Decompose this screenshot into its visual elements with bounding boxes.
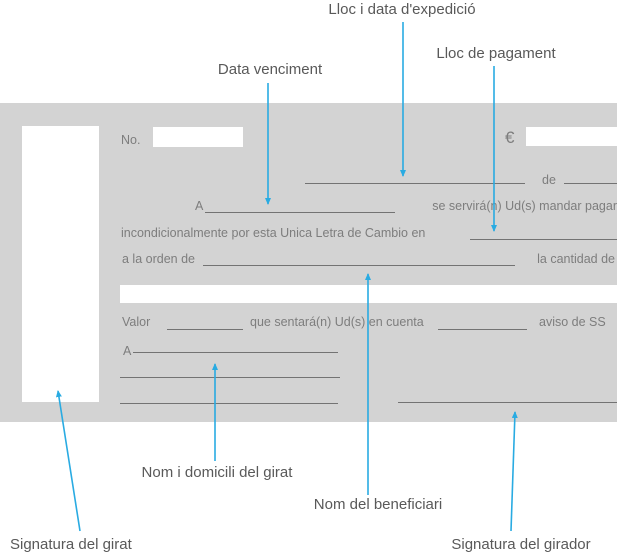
- girat-address-line-2: [120, 403, 338, 404]
- annotation-nom-del-beneficiari: Nom del beneficiari: [313, 496, 443, 513]
- amount-words-field: [120, 285, 617, 303]
- girador-signature-line: [398, 402, 617, 403]
- girat-name-line: [133, 352, 338, 353]
- maturity-date-line: [205, 212, 395, 213]
- annotation-lloc-i-data-expedicio: Lloc i data d'expedició: [328, 1, 476, 18]
- amount-figures-field: [526, 127, 617, 146]
- annotation-signatura-del-girat: Signatura del girat: [10, 536, 132, 553]
- en-cuenta-text: que sentará(n) Ud(s) en cuenta: [250, 315, 424, 329]
- annotation-signatura-del-girador: Signatura del girador: [451, 536, 591, 553]
- beneficiary-line: [203, 265, 515, 266]
- annotation-lloc-de-pagament: Lloc de pagament: [436, 45, 556, 62]
- letra-de-cambio-document: No. € de A se servirá(n) Ud(s) mandar pa…: [0, 103, 617, 422]
- issue-place-date-line: [305, 183, 525, 184]
- annotation-data-venciment: Data venciment: [217, 61, 323, 78]
- incondicional-text: incondicionalmente por esta Unica Letra …: [121, 226, 426, 240]
- valor-line: [167, 329, 243, 330]
- valor-label: Valor: [122, 315, 151, 329]
- numero-field: [153, 127, 243, 147]
- mandar-pagar-text: se servirá(n) Ud(s) mandar pagar: [432, 199, 617, 213]
- date-connector-label: de: [542, 173, 556, 187]
- arrow-signatura-del-girador: [510, 411, 518, 532]
- domicilio-prefix-label: A: [123, 344, 132, 358]
- la-cantidad-de-label: la cantidad de: [537, 252, 615, 266]
- girat-signature-stamp-area: [22, 126, 99, 402]
- annotation-nom-i-domicili-del-girat: Nom i domicili del girat: [141, 464, 293, 481]
- euro-symbol: €: [505, 128, 515, 147]
- numero-label: No.: [121, 133, 141, 147]
- payment-place-line: [470, 239, 617, 240]
- issue-year-line: [564, 183, 617, 184]
- a-la-orden-de-label: a la orden de: [122, 252, 195, 266]
- cuenta-line: [438, 329, 527, 330]
- girat-address-line-1: [120, 377, 340, 378]
- drawee-prefix-label: A: [195, 199, 204, 213]
- aviso-text: aviso de SS: [539, 315, 606, 329]
